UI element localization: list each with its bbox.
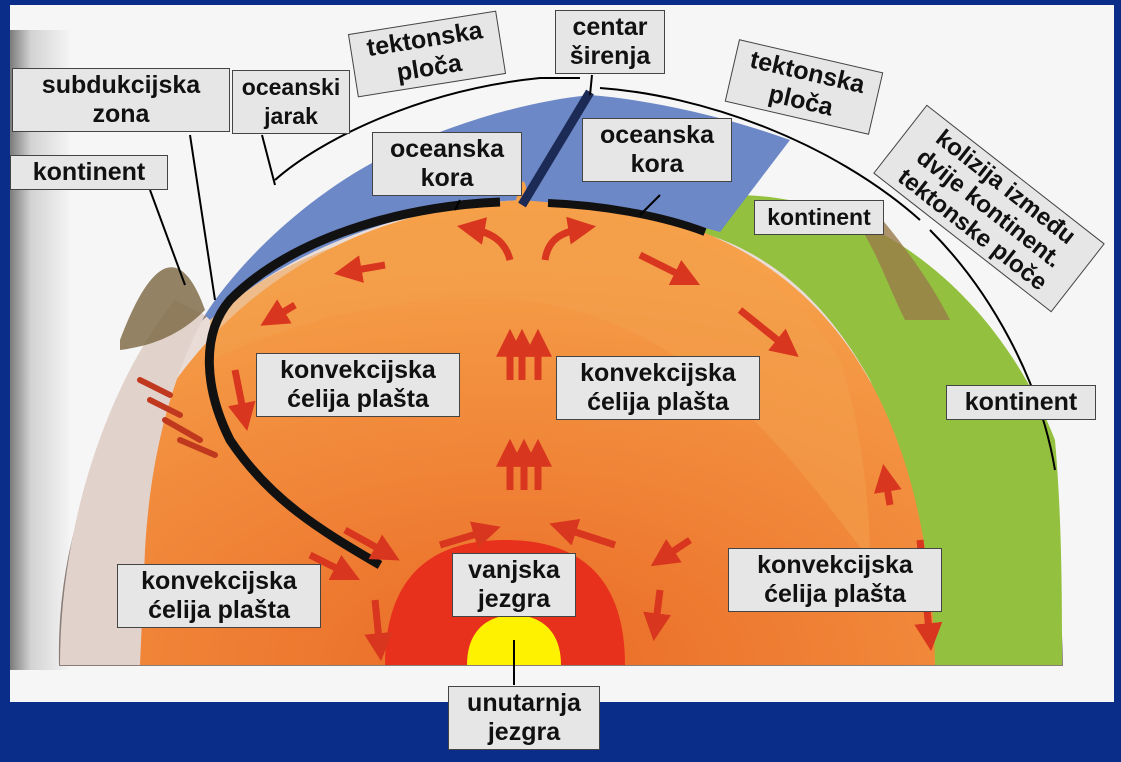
label-line: jezgra [461, 585, 567, 614]
label-continent-right: kontinent [946, 385, 1096, 420]
label-line: zona [21, 100, 221, 129]
label-line: ćelija plašta [126, 596, 312, 625]
frame-top [0, 0, 1121, 5]
label-line: konvekcijska [265, 356, 451, 385]
label-spreading-center: centar širenja [555, 10, 665, 74]
label-line: širenja [564, 42, 656, 71]
label-continent-right-top: kontinent [754, 200, 884, 235]
label-outer-core: vanjska jezgra [452, 553, 576, 617]
label-line: konvekcijska [565, 359, 751, 388]
label-line: centar [564, 13, 656, 42]
label-line: konvekcijska [126, 567, 312, 596]
label-oceanic-trench: oceanski jarak [232, 70, 350, 134]
label-convection-cell-mid-left: konvekcijska ćelija plašta [256, 353, 460, 417]
label-continent-left: kontinent [10, 155, 168, 190]
label-convection-cell-mid-right: konvekcijska ćelija plašta [556, 356, 760, 420]
label-line: kora [381, 164, 513, 193]
label-oceanic-crust-right: oceanska kora [582, 118, 732, 182]
label-line: vanjska [461, 556, 567, 585]
label-line: unutarnja [457, 689, 591, 718]
label-line: jarak [241, 102, 341, 131]
label-convection-cell-low-right: konvekcijska ćelija plašta [728, 548, 942, 612]
label-line: oceanska [381, 135, 513, 164]
label-line: ćelija plašta [265, 385, 451, 414]
label-subduction-zone: subdukcijska zona [12, 68, 230, 132]
frame-right [1114, 0, 1121, 757]
label-line: kora [591, 150, 723, 179]
label-oceanic-crust-left: oceanska kora [372, 132, 522, 196]
label-line: ćelija plašta [737, 580, 933, 609]
frame-left [0, 0, 10, 757]
label-line: subdukcijska [21, 71, 221, 100]
label-convection-cell-low-left: konvekcijska ćelija plašta [117, 564, 321, 628]
label-line: kontinent [955, 388, 1087, 417]
label-line: oceanska [591, 121, 723, 150]
label-inner-core: unutarnja jezgra [448, 686, 600, 750]
label-line: kontinent [763, 203, 875, 232]
label-line: oceanski [241, 73, 341, 102]
label-line: jezgra [457, 718, 591, 747]
label-line: ćelija plašta [565, 388, 751, 417]
label-line: konvekcijska [737, 551, 933, 580]
label-line: kontinent [19, 158, 159, 187]
